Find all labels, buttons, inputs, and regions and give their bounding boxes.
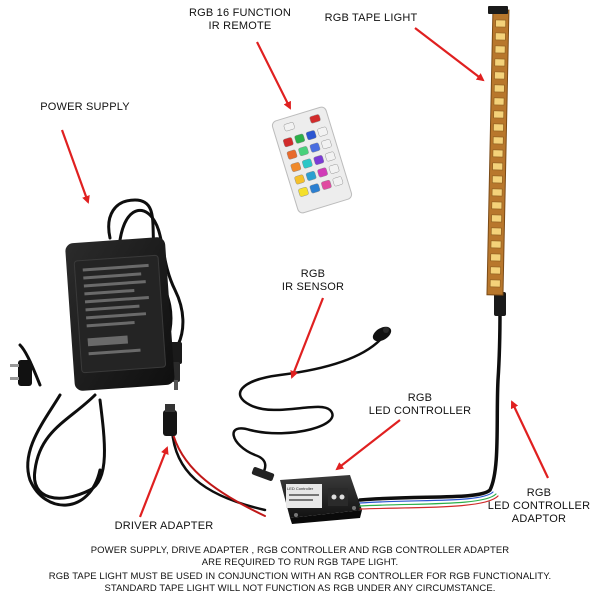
tape-led [490, 240, 502, 249]
driver-adapter-label: DRIVER ADAPTER [114, 520, 214, 532]
remote-button [298, 187, 309, 197]
tape-led [493, 97, 505, 106]
ir-sensor-cable [232, 338, 382, 477]
remote-button [321, 139, 332, 149]
footer-note-line2: ARE REQUIRED TO RUN RGB TAPE LIGHT. [201, 557, 399, 568]
tape-led [492, 162, 504, 171]
tape-led [493, 123, 504, 132]
arrow-to-power-supply [60, 129, 90, 204]
arrow-to-led-controller [335, 419, 401, 471]
tape-led [494, 45, 506, 54]
power-supply-label: POWER SUPPLY [40, 101, 130, 113]
tape-led [495, 19, 507, 28]
remote-button [302, 158, 313, 169]
arrow-to-remote [256, 41, 291, 110]
arrow-to-adaptor [510, 400, 549, 479]
arrow-to-ir-sensor [290, 297, 325, 379]
remote-label-line2: IR REMOTE [208, 20, 272, 32]
footer-note-line1: POWER SUPPLY, DRIVE ADAPTER , RGB CONTRO… [90, 545, 510, 556]
remote-button [283, 137, 294, 148]
tape-led [489, 279, 501, 288]
remote-button [283, 122, 295, 132]
controller-adaptor-cable [358, 308, 502, 510]
remote-button [313, 155, 324, 165]
ir-sensor-label: RGB IR SENSOR [268, 268, 358, 294]
power-cord [18, 343, 106, 507]
adaptor-label-line1: RGB [526, 487, 552, 499]
tape-led-group [489, 19, 507, 288]
remote-label: RGB 16 FUNCTION IR REMOTE [170, 7, 310, 33]
tape-led [492, 149, 504, 158]
tape-led [491, 214, 502, 223]
tape-end-cap [488, 6, 508, 14]
remote-button [294, 133, 305, 144]
tape-led [494, 32, 506, 41]
led-controller-box [280, 475, 362, 524]
adaptor-label-line3: ADAPTOR [511, 513, 567, 525]
remote-button [290, 162, 302, 172]
arrow-to-tape-light [414, 27, 485, 82]
tape-led [490, 253, 502, 262]
annotation-arrows [60, 27, 549, 518]
remote-button [321, 180, 332, 190]
remote-button [317, 126, 328, 137]
power-plug [10, 360, 32, 386]
remote-button [309, 114, 321, 124]
controller-device-text: LED Controller [287, 486, 314, 491]
remote-button [286, 149, 298, 160]
remote-label-line1: RGB 16 FUNCTION [188, 7, 291, 19]
tape-led [494, 58, 506, 67]
adaptor-label: RGB LED CONTROLLER ADAPTOR [484, 487, 594, 526]
power-supply-unit [65, 237, 175, 391]
ir-remote [271, 106, 353, 214]
remote-button [309, 142, 321, 153]
ir-sensor-label-line2: IR SENSOR [281, 281, 345, 293]
tape-led [493, 84, 505, 93]
tape-led [490, 227, 502, 236]
driver-adapter-jack [163, 404, 177, 436]
tape-led [493, 110, 505, 119]
ir-sensor-head [372, 326, 392, 342]
tape-led [492, 175, 503, 184]
tape-led [491, 201, 503, 210]
ir-sensor-plug [251, 467, 275, 481]
adaptor-connector [494, 292, 506, 316]
led-controller-label-line2: LED CONTROLLER [368, 405, 472, 417]
remote-button [306, 130, 317, 140]
remote-button [328, 164, 340, 174]
ir-sensor-label-line1: RGB [300, 268, 326, 280]
remote-button [325, 151, 336, 162]
tape-led [490, 266, 501, 275]
adaptor-label-line2: LED CONTROLLER [487, 500, 591, 512]
arrow-to-driver-adapter [138, 446, 169, 518]
led-controller-label: RGB LED CONTROLLER [360, 392, 480, 418]
tape-led [494, 71, 505, 80]
footer-note-line3: RGB TAPE LIGHT MUST BE USED IN CONJUNCTI… [48, 571, 552, 582]
remote-button [309, 183, 321, 194]
remote-button [298, 146, 309, 156]
remote-button [332, 176, 344, 187]
footer-note-line4: STANDARD TAPE LIGHT WILL NOT FUNCTION AS… [104, 583, 496, 594]
tape-light-label: RGB TAPE LIGHT [324, 12, 418, 24]
remote-button [305, 171, 317, 181]
led-controller-label-line1: RGB [407, 392, 433, 404]
remote-button [317, 167, 328, 178]
driver-adapter-cable [170, 428, 267, 517]
tape-led [491, 188, 503, 197]
tape-led [492, 136, 504, 145]
remote-button [294, 174, 305, 185]
